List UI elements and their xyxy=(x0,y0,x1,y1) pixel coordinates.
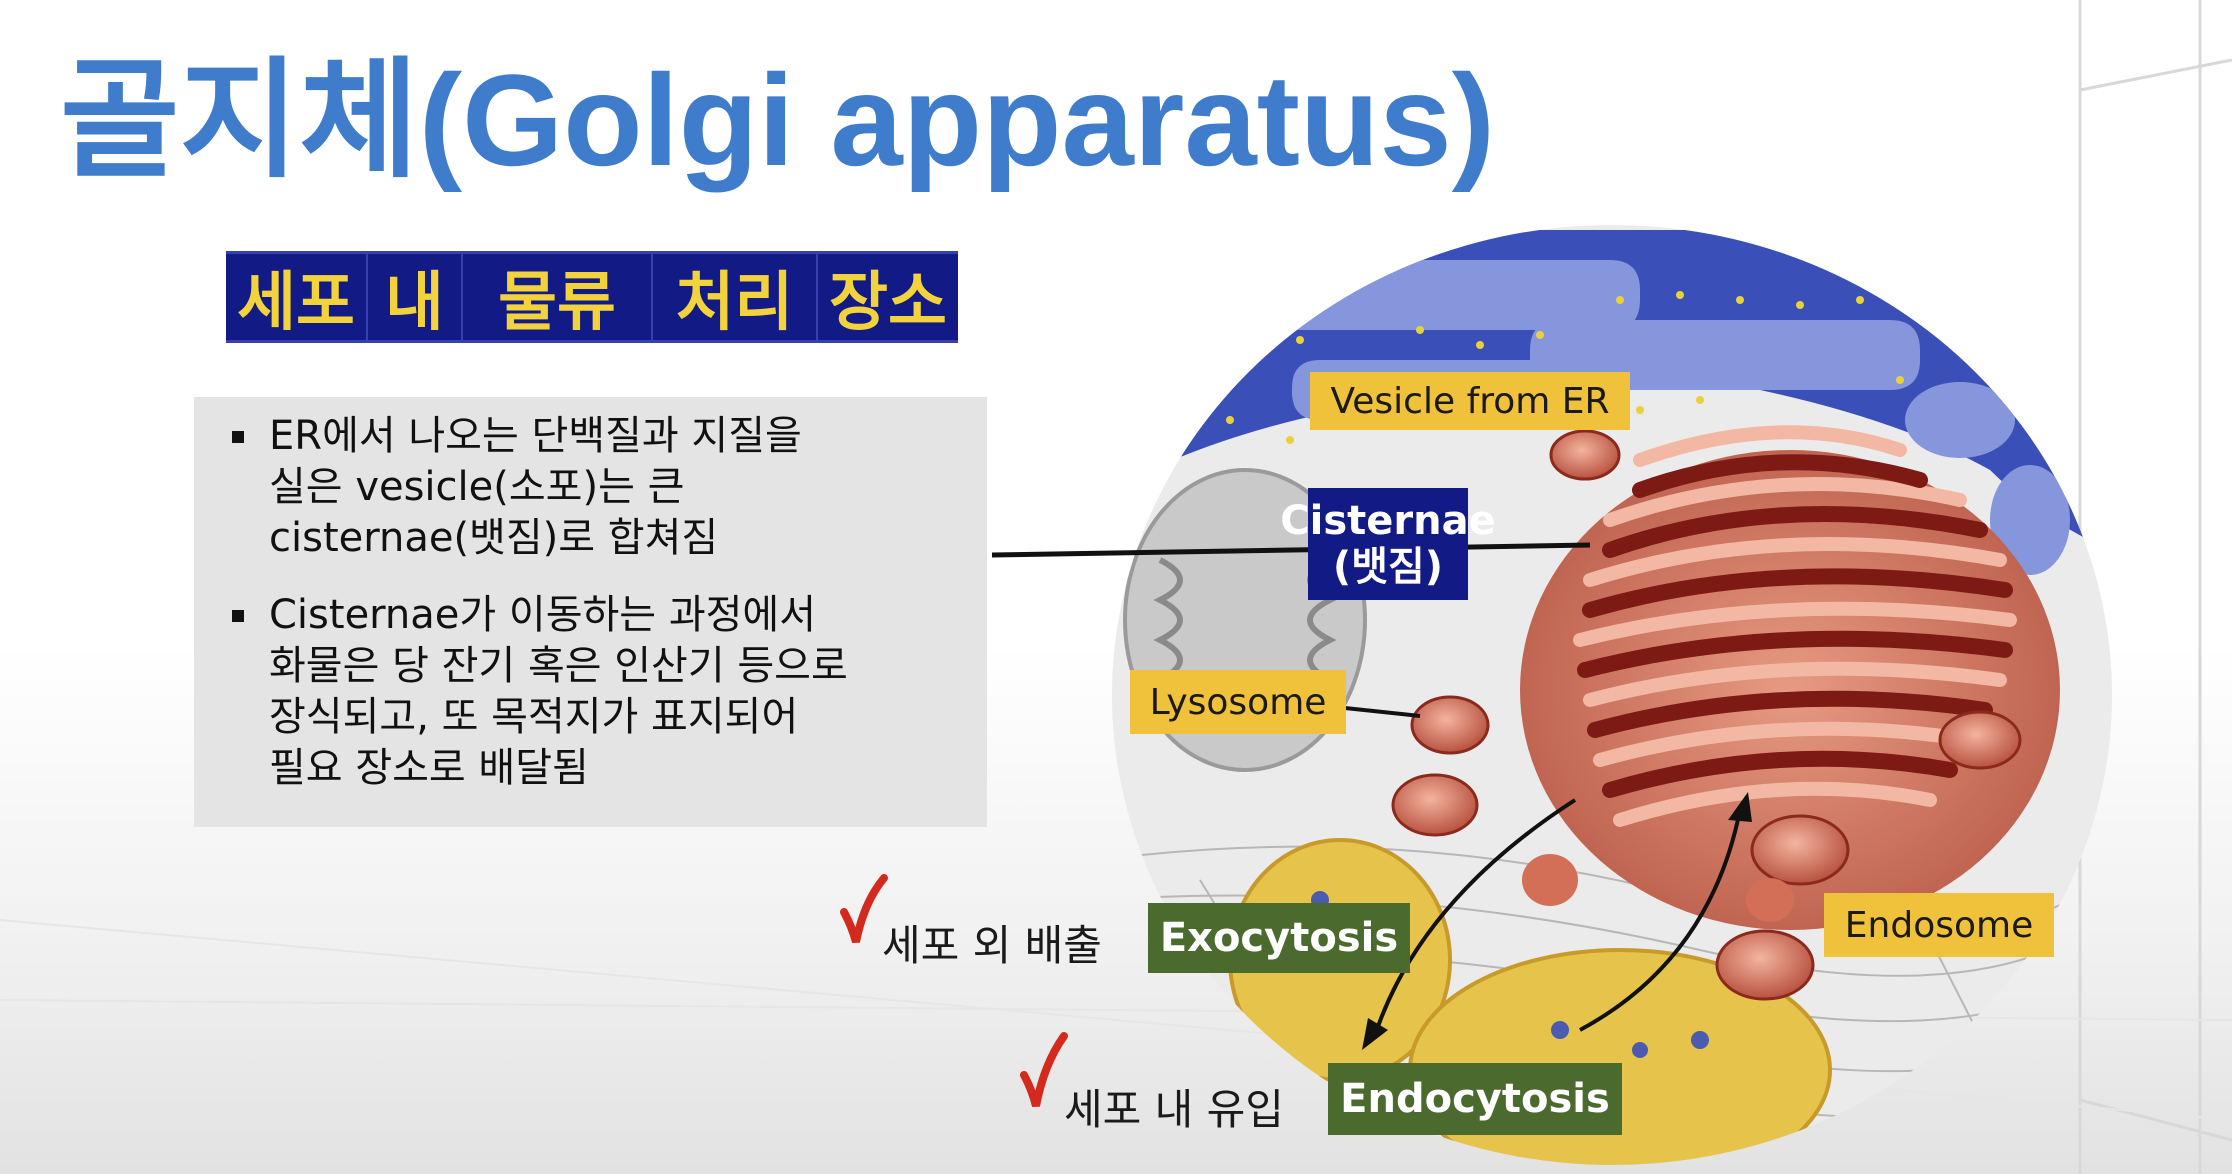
subtitle-word: 세포 xyxy=(226,254,368,340)
label-cisternae-kr: (뱃짐) xyxy=(1332,544,1444,590)
label-lysosome: Lysosome xyxy=(1130,670,1346,734)
bullet-line: 실은 vesicle(소포)는 큰 xyxy=(269,464,685,510)
subtitle-word: 처리 xyxy=(653,254,818,340)
bullet-line: 장식되고, 또 목적지가 표지되어 xyxy=(269,694,799,740)
bullet-line: 화물은 당 잔기 혹은 인산기 등으로 xyxy=(269,643,848,689)
bullet-item: ER에서 나오는 단백질과 지질을 실은 vesicle(소포)는 큰 cist… xyxy=(214,411,967,564)
subtitle-word: 장소 xyxy=(829,266,947,340)
bullet-line: Cisternae가 이동하는 과정에서 xyxy=(269,592,817,638)
bullet-line: cisternae(뱃짐)로 합쳐짐 xyxy=(269,515,719,561)
page-title: 골지체(Golgi apparatus) xyxy=(60,47,1495,193)
check-mark-icon xyxy=(840,874,888,944)
bullet-square-icon xyxy=(232,610,244,622)
bullet-box: ER에서 나오는 단백질과 지질을 실은 vesicle(소포)는 큰 cist… xyxy=(194,397,987,827)
subtitle-word: 내 xyxy=(368,254,463,340)
bullet-item: Cisternae가 이동하는 과정에서 화물은 당 잔기 혹은 인산기 등으로… xyxy=(214,590,967,794)
bullet-line: ER에서 나오는 단백질과 지질을 xyxy=(269,413,802,459)
label-vesicle-from-er: Vesicle from ER xyxy=(1310,372,1630,430)
label-cisternae: Cisternae (뱃짐) xyxy=(1280,488,1496,600)
subtitle-banner: 세포 내 물류 처리 장소 xyxy=(226,251,958,343)
vesicle-group xyxy=(1391,429,2022,1001)
label-exocytosis: Exocytosis xyxy=(1148,903,1410,973)
label-endocytosis: Endocytosis xyxy=(1328,1063,1622,1135)
bullet-line: 필요 장소로 배달됨 xyxy=(269,745,589,791)
note-exocytosis-kr: 세포 외 배출 xyxy=(882,921,1102,970)
bullet-square-icon xyxy=(232,431,244,443)
label-endosome: Endosome xyxy=(1824,893,2054,957)
note-endocytosis-kr: 세포 내 유입 xyxy=(1064,1085,1284,1134)
subtitle-word: 물류 xyxy=(463,254,653,340)
label-cisternae-en: Cisternae xyxy=(1280,498,1496,544)
check-mark-icon xyxy=(1020,1032,1068,1107)
